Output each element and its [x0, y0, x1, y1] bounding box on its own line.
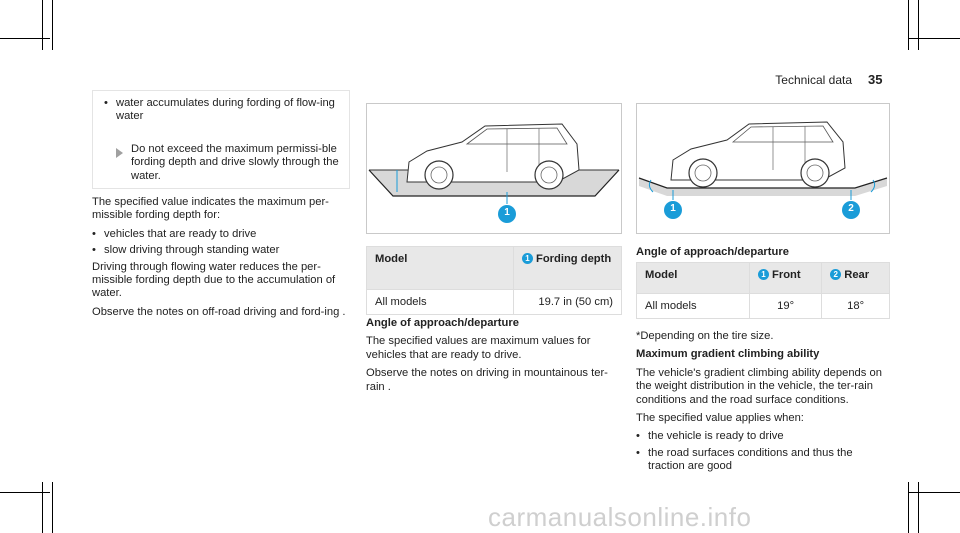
cell-model: All models [366, 289, 514, 315]
note-box: Do not exceed the maximum permissi-ble f… [92, 90, 350, 189]
crop-mark [918, 482, 919, 533]
crop-mark [918, 0, 919, 50]
callout-badge: 2 [830, 269, 842, 280]
bullet-item: water accumulates during fording of flow… [104, 97, 344, 124]
bullet-item: the road surfaces conditions and thus th… [636, 447, 890, 474]
crop-mark [908, 0, 909, 50]
paragraph: Observe the notes on off-road driving an… [92, 305, 346, 318]
callout-1: 1 [670, 203, 676, 214]
crop-mark [52, 482, 53, 533]
crop-mark [908, 38, 960, 39]
note-text: Do not exceed the maximum permissi-ble f… [131, 143, 339, 182]
crop-mark [0, 38, 50, 39]
note-arrow-icon [116, 148, 123, 158]
crop-mark [42, 0, 43, 50]
header-rear-label: Rear [844, 269, 870, 281]
callout-badge: 1 [758, 269, 769, 280]
header-model: Model [366, 246, 514, 290]
crop-mark [42, 482, 43, 533]
paragraph: Driving through flowing water reduces th… [92, 260, 336, 300]
bullet-item: slow driving through standing water [92, 244, 350, 258]
vehicle-side-illustration [368, 123, 620, 223]
crop-mark [908, 492, 960, 493]
callout-badge: 1 [522, 253, 533, 264]
left-body: The specified value indicates the maximu… [92, 196, 350, 324]
callout-1: 1 [504, 207, 510, 218]
footnote: *Depending on the tire size. [636, 330, 774, 342]
header-model: Model [636, 262, 750, 294]
paragraph: The specified value indicates the maximu… [92, 196, 329, 222]
section-heading: Angle of approach/departure [636, 246, 789, 258]
crop-mark [908, 482, 909, 533]
paragraph: The specified values are maximum values … [366, 335, 591, 361]
crop-mark [0, 492, 50, 493]
cell-model: All models [636, 293, 750, 319]
vehicle-angle-illustration [638, 121, 888, 219]
watermark: carmanualsonline.info [488, 502, 752, 532]
page-number: 35 [868, 72, 883, 87]
cell-depth: 19.7 in (50 cm) [513, 289, 622, 315]
left-top: water accumulates during fording of flow… [104, 97, 344, 127]
right-body: *Depending on the tire size. Maximum gra… [636, 330, 890, 477]
callout-2: 2 [848, 203, 854, 214]
section-heading: Maximum gradient climbing ability [636, 348, 820, 361]
section-heading: Angle of approach/departure [366, 317, 519, 329]
paragraph: The specified value applies when: [636, 412, 804, 425]
fording-figure: 1 [366, 103, 622, 234]
right-heading: Angle of approach/departure [636, 246, 890, 264]
cell-rear: 18° [821, 293, 890, 319]
crop-mark [52, 0, 53, 50]
running-header: Technical data [775, 73, 852, 87]
bullet-item: the vehicle is ready to drive [636, 430, 890, 444]
header-front-label: Front [772, 269, 801, 281]
angle-figure: 1 2 [636, 103, 890, 234]
mid-body: Angle of approach/departure The specifie… [366, 317, 622, 399]
header-depth-label: Fording depth [536, 253, 612, 265]
cell-front: 19° [748, 293, 823, 319]
bullet-item: vehicles that are ready to drive [92, 228, 350, 242]
paragraph: Observe the notes on driving in mountain… [366, 367, 608, 393]
paragraph: The vehicle's gradient climbing ability … [636, 366, 882, 406]
